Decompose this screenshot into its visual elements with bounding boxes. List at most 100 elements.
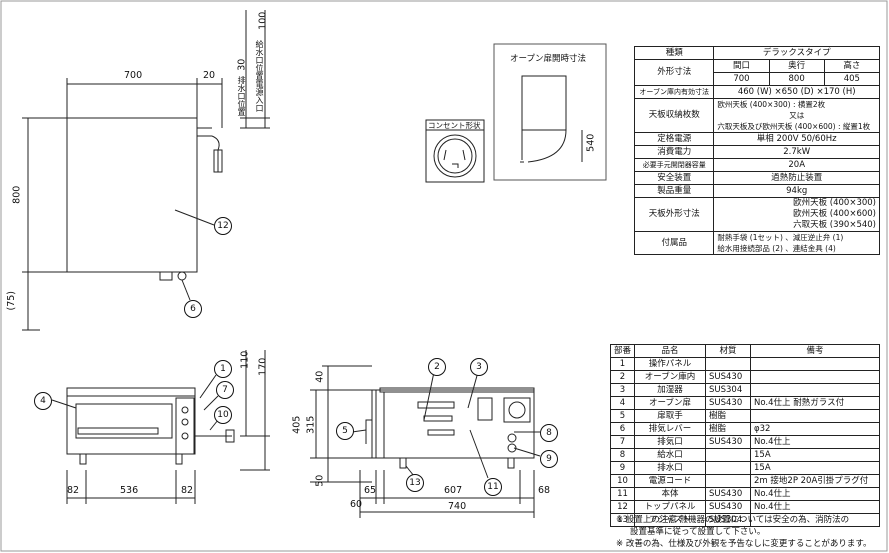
dim-side-740: 740 [448, 501, 467, 512]
label-power-inlet: 電源入口 [255, 80, 264, 112]
parts-cell: トップパネル [634, 500, 707, 514]
parts-header: 材質 [705, 344, 752, 358]
table-header-row: 部番 品名 材質 備考 [609, 344, 880, 358]
spec-value: 単相 200V 50/60Hz [713, 132, 880, 146]
dim-top-width: 700 [124, 70, 143, 81]
parts-cell: 排水口 [634, 461, 707, 475]
spec-value: 耐熱手袋 (1セット) 、減圧逆止弁 (1) 給水用接続部品 (2) 、連結金具… [713, 231, 880, 255]
table-row: 必要手元開閉器容量 20A [633, 158, 880, 172]
front-view-body [66, 387, 196, 455]
dim-side-607: 607 [444, 485, 463, 496]
parts-cell: No.4仕上 耐熱ガラス付 [750, 396, 880, 410]
spec-val: 405 [823, 72, 881, 86]
parts-cell: SUS430 [705, 487, 752, 501]
parts-cell: 1 [609, 357, 636, 371]
table-row: 付属品 耐熱手袋 (1セット) 、減圧逆止弁 (1) 給水用接続部品 (2) 、… [633, 231, 880, 255]
spec-label: 安全装置 [633, 171, 715, 185]
parts-cell: 2m 接地2P 20A引掛プラグ付 [750, 474, 880, 488]
spec-value: 20A [713, 158, 880, 172]
parts-cell: 2 [609, 370, 636, 384]
parts-cell: 給水口 [634, 448, 707, 462]
callout-2: 2 [428, 358, 446, 376]
dim-top-30: 30 [236, 58, 248, 71]
dim-side-68: 68 [538, 485, 551, 496]
label-drain-position: 排水口位置 [237, 76, 246, 116]
callout-1: 1 [214, 360, 232, 378]
table-row: 外形寸法 間口 奥行 高さ [633, 59, 881, 86]
dim-side-315: 315 [305, 415, 317, 434]
parts-cell: No.4仕上 [750, 435, 880, 449]
spec-label: 定格電源 [633, 132, 715, 146]
callout-9: 9 [540, 450, 558, 468]
parts-cell: 電源コード [634, 474, 707, 488]
spec-sub: 高さ [823, 59, 881, 73]
parts-header: 品名 [634, 344, 707, 358]
spec-label: 天板外形寸法 [633, 197, 715, 232]
dim-front-left: 82 [67, 485, 80, 496]
parts-cell: 15A [750, 461, 880, 475]
parts-cell: オーブン庫内 [634, 370, 707, 384]
parts-cell [750, 409, 880, 423]
parts-cell: 9 [609, 461, 636, 475]
parts-cell [705, 357, 752, 371]
parts-cell [705, 448, 752, 462]
parts-cell: 扉取手 [634, 409, 707, 423]
parts-cell: 7 [609, 435, 636, 449]
parts-cell: No.4仕上 [750, 487, 880, 501]
callout-3: 3 [470, 358, 488, 376]
dim-top-depth: 800 [11, 185, 23, 204]
table-row: 天板外形寸法 欧州天板 (400×300) 欧州天板 (400×600) 六取天… [633, 197, 880, 232]
parts-cell: SUS430 [705, 435, 752, 449]
spec-val: 800 [768, 72, 825, 86]
table-row: 製品重量 94kg [633, 184, 880, 198]
callout-6: 6 [184, 300, 202, 318]
dim-side-40: 40 [314, 370, 326, 383]
parts-cell: 8 [609, 448, 636, 462]
parts-cell: SUS430 [705, 370, 752, 384]
open-view-title: オープン扉開時寸法 [510, 54, 586, 64]
parts-cell: SUS430 [705, 500, 752, 514]
spec-line: 又は [789, 111, 805, 120]
parts-cell [705, 461, 752, 475]
spec-label: オーブン庫内有効寸法 [633, 85, 715, 99]
parts-header: 部番 [609, 344, 636, 358]
parts-cell: 6 [609, 422, 636, 436]
dim-top-100: 100 [257, 11, 269, 30]
parts-cell [705, 474, 752, 488]
parts-cell: 樹脂 [705, 409, 752, 423]
spec-line: 耐熱手袋 (1セット) 、減圧逆止弁 (1) [717, 233, 844, 242]
dim-side-65: 65 [364, 485, 377, 496]
callout-11: 11 [484, 478, 502, 496]
dim-open-540: 540 [585, 133, 597, 152]
parts-cell [750, 513, 880, 527]
parts-cell: オーブン扉 [634, 396, 707, 410]
parts-cell: 4 [609, 396, 636, 410]
note-line: 設置基準に従って設置して下さい。 [630, 527, 766, 537]
note-line: ※ 設置上の注意 熱機器の設置については安全の為、消防法の [616, 515, 850, 525]
parts-cell: 11 [609, 487, 636, 501]
parts-cell: 排気口 [634, 435, 707, 449]
note-line: ※ 改善の為、仕様及び外観を予告なしに変更することがあります。 [616, 539, 872, 549]
spec-line: 六取天板 (390×540) [793, 220, 876, 230]
parts-cell: SUS304 [705, 513, 752, 527]
notes: ※ 設置上の注意 熱機器の設置については安全の為、消防法の 設置基準に従って設置… [616, 514, 871, 550]
dim-side-405: 405 [291, 415, 303, 434]
outlet-title: コンセント形状 [428, 121, 481, 130]
parts-cell: 加湿器 [634, 383, 707, 397]
label-water-supply: 給水口位置 [255, 40, 264, 80]
dim-front-mid: 536 [120, 485, 139, 496]
spec-label: 必要手元開閉器容量 [633, 158, 715, 172]
spec-value: デラックスタイプ [713, 46, 880, 60]
spec-line: 欧州天板 (400×300) : 横置2枚 [717, 100, 826, 109]
spec-line: 欧州天板 (400×600) [793, 209, 876, 219]
